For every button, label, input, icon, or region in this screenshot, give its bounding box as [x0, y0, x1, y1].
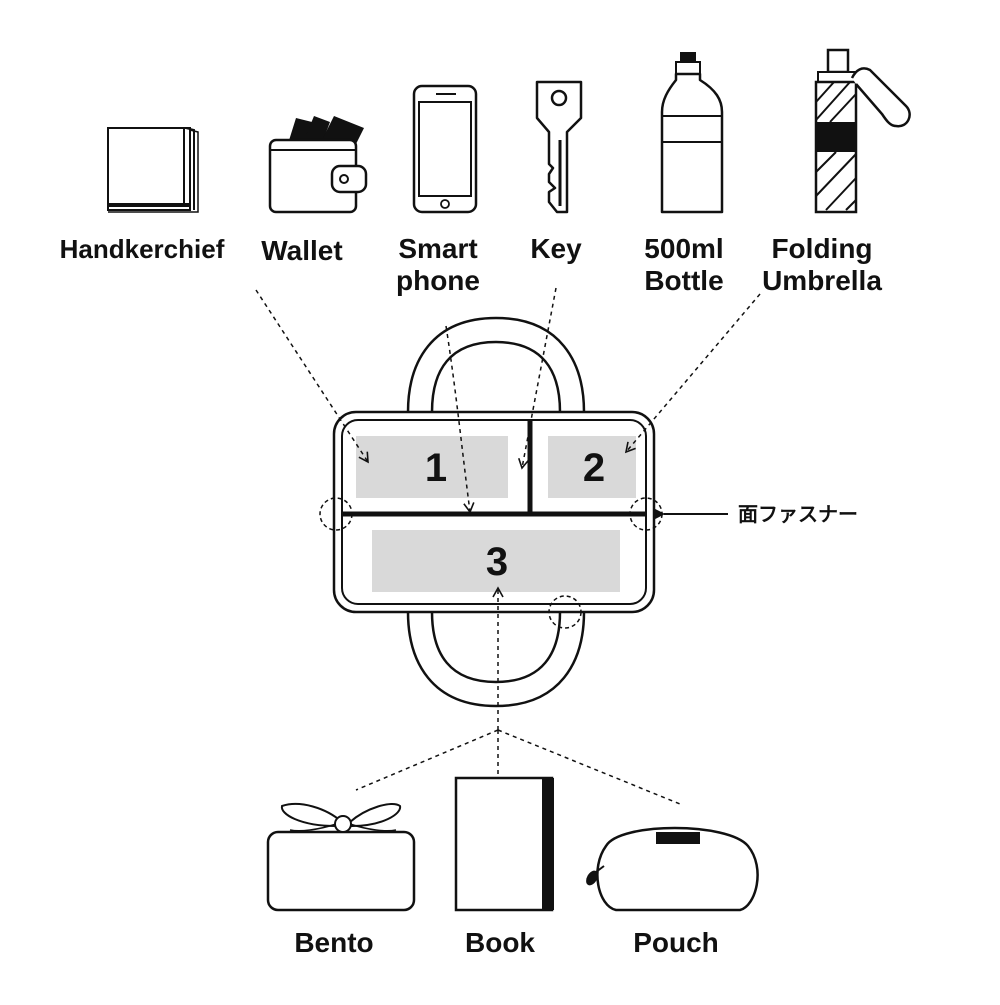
book-label: Book [465, 927, 535, 958]
compartment-1 [356, 436, 508, 498]
bento-label: Bento [294, 927, 373, 958]
fastener-point-bottom [548, 595, 582, 629]
smartphone-label-line2: phone [396, 265, 480, 296]
book-icon [454, 776, 554, 912]
bento-dashed-line [355, 729, 499, 791]
wallet-icon [268, 116, 368, 214]
pouch-dashed-line [497, 729, 681, 805]
compartment-2 [548, 436, 636, 498]
wallet-label: Wallet [261, 235, 342, 266]
folding-umbrella-icon [814, 48, 911, 214]
handkerchief-icon [107, 127, 199, 213]
fastener-label: 面ファスナー [738, 504, 858, 526]
smartphone-icon [412, 84, 478, 214]
pouch-icon [586, 826, 759, 912]
bottle-label-line1: 500ml [644, 233, 723, 264]
smartphone-label-line1: Smart [398, 233, 477, 264]
umbrella-arrow [624, 293, 761, 454]
fastener-point-left [319, 497, 353, 531]
compartment-3-number: 3 [486, 540, 508, 584]
pouch-label: Pouch [633, 927, 719, 958]
umbrella-label-line1: Folding [771, 233, 872, 264]
key-arrow [517, 287, 557, 470]
key-icon [535, 80, 583, 214]
key-label: Key [530, 233, 582, 264]
wallet-arrow [255, 289, 369, 464]
compartment-3 [372, 530, 620, 592]
compartment-1-number: 1 [425, 446, 447, 490]
handkerchief-label: Handkerchief [60, 234, 225, 264]
umbrella-label-line2: Umbrella [762, 265, 882, 296]
bottle-icon [660, 52, 724, 214]
compartment-2-number: 2 [583, 446, 605, 490]
bottle-label-line2: Bottle [644, 265, 723, 296]
bento-icon [266, 802, 416, 912]
